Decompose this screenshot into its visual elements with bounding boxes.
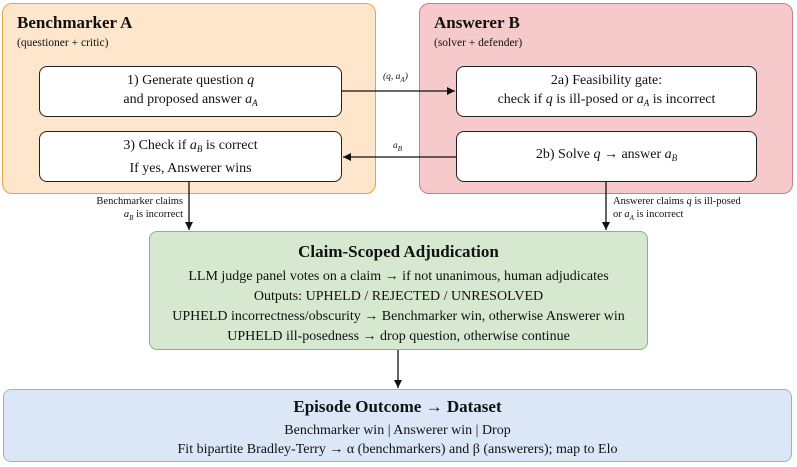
adjudication-line-4: UPHELD ill-posedness → drop question, ot…: [227, 329, 570, 344]
step2b-a-sub: B: [671, 153, 678, 163]
outcome-line-2: Fit bipartite Bradley-Terry → α (benchma…: [177, 442, 618, 457]
answerer-claim-a: a: [624, 209, 630, 220]
benchmarker-claim-line2: is incorrect: [133, 209, 183, 220]
edge-label-answerer-claim: Answerer claims q is ill-posed or aA is …: [613, 196, 741, 222]
step3-line2: If yes, Answerer wins: [129, 160, 252, 176]
step2a-line1: 2a) Feasibility gate:: [550, 72, 663, 88]
step-solve: 2b) Solve q → answer aB: [456, 131, 757, 182]
step2a-a: a: [636, 91, 644, 107]
answerer-claim-line2-pre: or: [613, 209, 625, 220]
adjudication-title: Claim-Scoped Adjudication: [298, 242, 499, 261]
adjudication-box: Claim-Scoped Adjudication LLM judge pane…: [149, 231, 648, 350]
adjudication-line-3: UPHELD incorrectness/obscurity → Benchma…: [172, 309, 625, 324]
step-feasibility-gate: 2a) Feasibility gate: check if q is ill-…: [456, 66, 757, 117]
outcome-title: Episode Outcome → Dataset: [293, 397, 502, 416]
step3-text: 3) Check if: [123, 137, 190, 153]
step2b-pre: 2b) Solve: [535, 147, 594, 162]
adjudication-line-1: LLM judge panel votes on a claim → if no…: [188, 269, 609, 284]
answerer-claim-post: is ill-posed: [691, 196, 741, 207]
step1-line2: and proposed answer: [123, 91, 246, 107]
step2a-a-sub: A: [643, 97, 650, 108]
benchmarker-claim-line1: Benchmarker claims: [96, 196, 183, 207]
step2b-a: a: [664, 147, 672, 162]
benchmarker-subtitle: (questioner + critic): [17, 37, 109, 49]
edge-label-ab: aB: [393, 141, 403, 153]
step3-a: a: [189, 137, 197, 153]
step-generate-question: 1) Generate question q and proposed answ…: [39, 66, 342, 117]
edge-label-qa: (q, aA): [383, 72, 408, 84]
benchmarker-title: Benchmarker A: [17, 13, 133, 32]
outcome-line-1: Benchmarker win | Answerer win | Drop: [284, 423, 511, 438]
answerer-title: Answerer B: [434, 13, 520, 32]
step1-q: q: [247, 72, 255, 88]
step2b-q: q: [593, 147, 601, 162]
answerer-claim-q: q: [686, 196, 692, 207]
step3-post: is correct: [202, 137, 258, 153]
step-check-answer: 3) Check if aB is correct If yes, Answer…: [39, 131, 342, 182]
benchmarker-claim-a: a: [123, 209, 130, 220]
step1-a: a: [245, 91, 253, 107]
step1-a-sub: A: [252, 97, 258, 108]
step1-text: 1) Generate question: [126, 72, 248, 88]
answerer-claim-pre: Answerer claims: [613, 196, 687, 207]
step3-a-sub: B: [196, 143, 203, 154]
outcome-box: Episode Outcome → Dataset Benchmarker wi…: [3, 389, 792, 462]
adjudication-line-2: Outputs: UPHELD / REJECTED / UNRESOLVED: [253, 289, 544, 304]
answerer-subtitle: (solver + defender): [434, 37, 523, 49]
answerer-claim-line2-post: is incorrect: [633, 209, 684, 220]
step2a-mid: is ill-posed or: [552, 91, 637, 107]
step2a-q: q: [545, 91, 553, 107]
step2b-mid: → answer: [600, 147, 665, 162]
step2a-post: is incorrect: [649, 91, 716, 107]
step2a-pre: check if: [497, 91, 546, 107]
edge-label-benchmarker-claim: Benchmarker claims aB is incorrect: [96, 196, 183, 222]
